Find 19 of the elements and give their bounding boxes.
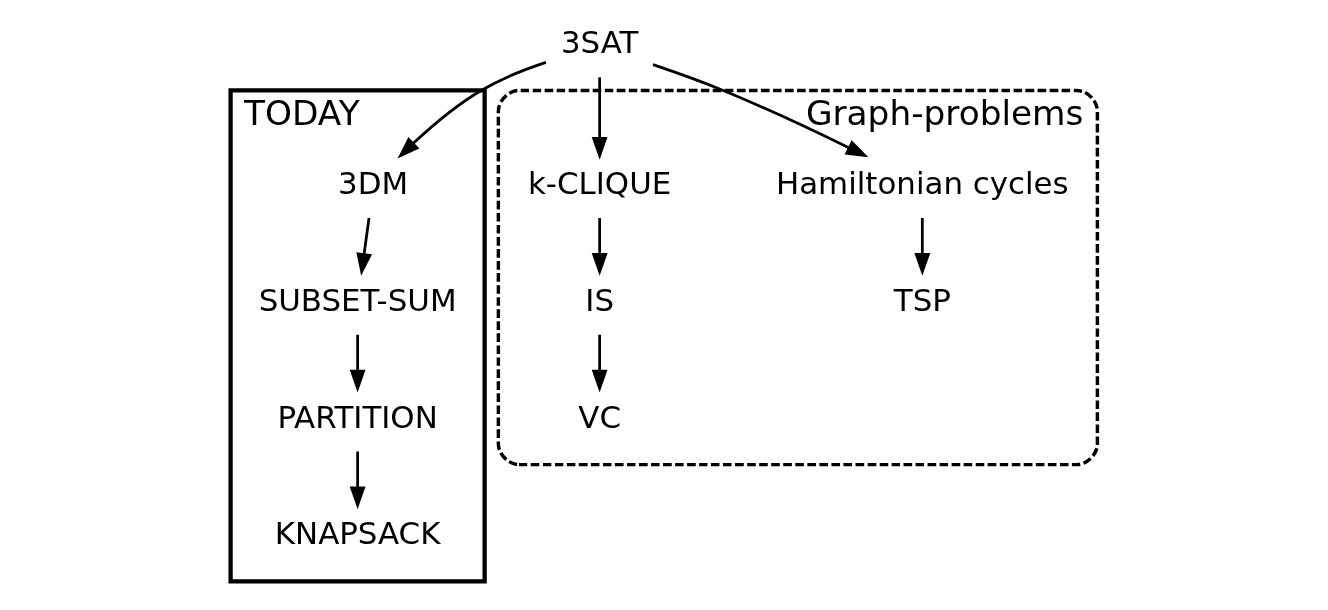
arrow xyxy=(349,451,366,510)
node-text: Hamiltonian cycles xyxy=(775,165,1069,202)
arrow xyxy=(591,218,608,276)
arrow xyxy=(591,77,608,160)
node-text: 3SAT xyxy=(560,24,639,61)
node-text: TSP xyxy=(893,281,951,318)
node-text: PARTITION xyxy=(277,398,438,435)
node-text: k-CLIQUE xyxy=(527,165,672,202)
arrow xyxy=(914,218,931,276)
node-text: IS xyxy=(585,281,614,318)
arrow xyxy=(397,61,547,159)
arrow xyxy=(591,334,608,393)
node-text: VC xyxy=(578,398,621,435)
node-text: KNAPSACK xyxy=(274,515,441,552)
node-text: SUBSET-SUM xyxy=(258,281,457,318)
arrow xyxy=(356,217,373,276)
arrow xyxy=(349,334,366,393)
node-text: 3DM xyxy=(338,165,409,202)
arrow xyxy=(652,63,869,158)
